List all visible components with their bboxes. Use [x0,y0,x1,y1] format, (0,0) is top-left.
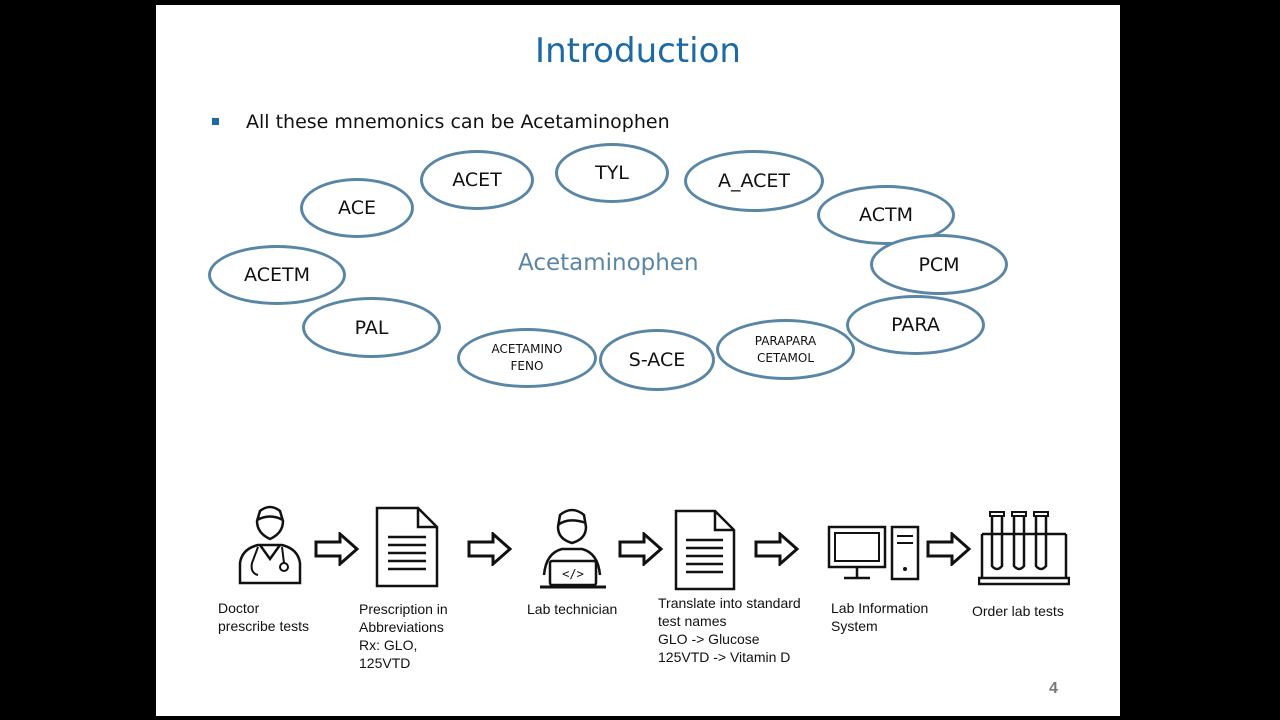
arrow-right-icon [926,532,972,566]
arrow-right-icon [754,532,800,566]
translated-document-icon [674,509,736,591]
oval-parapara-cetamol: PARAPARA CETAMOL [716,319,855,380]
arrow-right-icon [467,532,513,566]
center-word: Acetaminophen [518,250,699,276]
arrow-right-icon [618,532,664,566]
label-lis: Lab Information System [831,600,929,634]
prescription-document-icon [375,506,439,588]
slide: Introduction All these mnemonics can be … [156,5,1120,716]
doctor-icon [238,505,302,585]
bullet-text: All these mnemonics can be Acetaminophen [246,111,670,133]
computer-icon [827,525,920,581]
svg-text:</>: </> [562,567,584,581]
arrow-right-icon [314,532,360,566]
oval-a-acet: A_ACET [684,150,824,212]
oval-pal: PAL [302,297,441,358]
oval-tyl: TYL [555,143,669,203]
oval-para: PARA [846,295,985,355]
bullet-marker [212,118,219,125]
oval-acetaminofeno: ACETAMINO FENO [457,328,597,388]
oval-pcm: PCM [870,234,1008,295]
oval-acetm: ACETM [208,245,346,305]
slide-title: Introduction [535,31,741,71]
oval-actm: ACTM [817,185,955,245]
label-prescription: Prescription in Abbreviations Rx: GLO, 1… [359,601,448,671]
oval-s-ace: S-ACE [599,329,715,391]
lab-technician-icon: </> [540,508,606,589]
page-number: 4 [1049,680,1058,697]
label-lab-technician: Lab technician [527,601,618,617]
label-order: Order lab tests [972,603,1064,619]
oval-ace: ACE [300,178,414,238]
oval-acet: ACET [420,150,534,210]
label-doctor: Doctor prescribe tests [218,600,310,634]
label-translate: Translate into standard test names GLO -… [658,595,801,665]
test-tubes-icon [978,511,1070,586]
